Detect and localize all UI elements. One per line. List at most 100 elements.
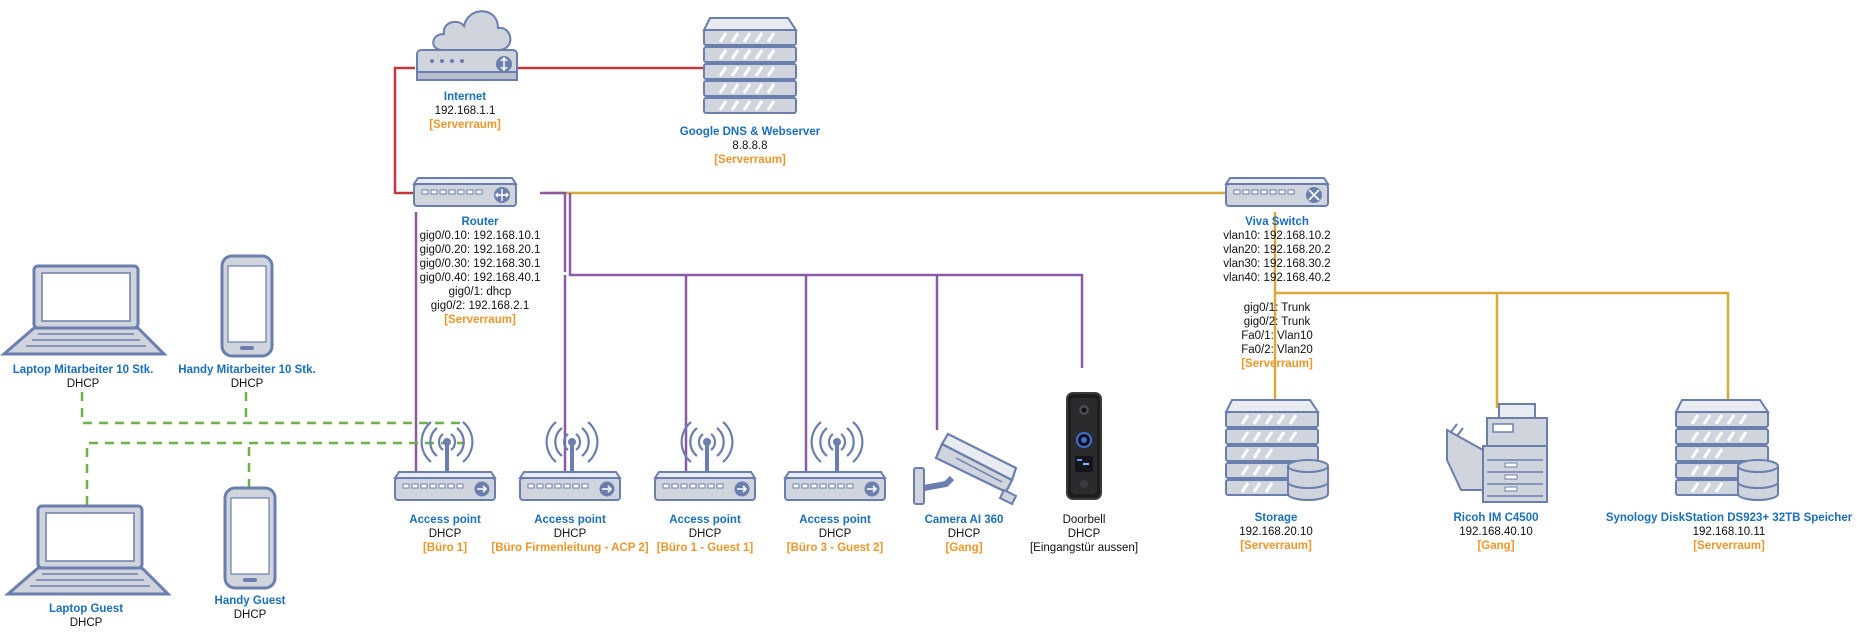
- node-location: [Büro 1]: [422, 542, 468, 554]
- node-title: Viva Switch: [1245, 216, 1309, 228]
- nas-server-icon[interactable]: [1672, 398, 1782, 504]
- node-title: Handy Guest: [214, 595, 286, 607]
- router-icon[interactable]: [412, 176, 518, 212]
- node-title: Camera AI 360: [924, 514, 1004, 526]
- node-location: [Serverraum]: [714, 154, 786, 166]
- node-title: Access point: [534, 514, 606, 526]
- node-location: [Serverraum]: [1241, 358, 1313, 370]
- node-ip: DHCP: [230, 378, 264, 390]
- ap3-label: Access point DHCP [Büro 1 - Guest 1]: [657, 513, 753, 555]
- node-ip: DHCP: [818, 528, 852, 540]
- router-interface: gig0/0.10: 192.168.10.1: [419, 230, 541, 242]
- switch-port: gig0/1: Trunk: [1243, 302, 1311, 314]
- node-ip: 8.8.8.8: [732, 140, 768, 152]
- smartphone-icon[interactable]: [223, 486, 277, 590]
- node-ip: DHCP: [428, 528, 462, 540]
- security-camera-icon[interactable]: [912, 428, 1020, 508]
- access-point-icon[interactable]: [783, 414, 888, 504]
- storage-server-icon[interactable]: [1222, 398, 1332, 504]
- node-title: Handy Mitarbeiter 10 Stk.: [178, 364, 316, 376]
- wifi-link: [85, 441, 465, 505]
- switch-label: Viva Switch vlan10: 192.168.10.2 vlan20:…: [1223, 215, 1330, 285]
- node-ip: DHCP: [233, 609, 267, 621]
- server-rack-icon[interactable]: [700, 16, 800, 122]
- node-title: Router: [461, 216, 499, 228]
- node-location: [Serverraum]: [444, 314, 516, 326]
- access-point-icon[interactable]: [518, 414, 623, 504]
- node-location: [Serverraum]: [429, 119, 501, 131]
- router-interface: gig0/1: dhcp: [448, 286, 512, 298]
- node-title: Laptop Guest: [48, 603, 124, 615]
- router-interface: gig0/2: 192.168.2.1: [430, 300, 530, 312]
- node-location: [Serverraum]: [1693, 540, 1765, 552]
- node-ip: DHCP: [947, 528, 981, 540]
- lan-link: [540, 191, 567, 272]
- switch-vlan: vlan40: 192.168.40.2: [1223, 272, 1331, 284]
- ap1-label: Access point DHCP [Büro 1]: [409, 513, 481, 555]
- wan-link: [393, 66, 415, 195]
- ap4-label: Access point DHCP [Büro 3 - Guest 2]: [787, 513, 883, 555]
- node-title: Access point: [669, 514, 741, 526]
- camera-label: Camera AI 360 DHCP [Gang]: [925, 513, 1004, 555]
- switch-port: gig0/2: Trunk: [1243, 316, 1311, 328]
- switch-vlan: vlan10: 192.168.10.2: [1223, 230, 1331, 242]
- access-point-icon[interactable]: [653, 414, 758, 504]
- switch-icon[interactable]: [1224, 176, 1330, 212]
- node-title: Storage: [1254, 512, 1298, 524]
- node-location: [Eingangstür aussen]: [1029, 542, 1139, 554]
- printer-label: Ricoh IM C4500 192.168.40.10 [Gang]: [1454, 511, 1539, 553]
- node-name: Doorbell: [1062, 514, 1106, 526]
- switch-ports-label: gig0/1: Trunk gig0/2: Trunk Fa0/1: Vlan1…: [1241, 301, 1313, 371]
- internet-label: Internet 192.168.1.1 [Serverraum]: [429, 90, 501, 132]
- node-ip: 192.168.40.10: [1459, 526, 1533, 538]
- switch-link: [1275, 291, 1730, 400]
- phone-staff-label: Handy Mitarbeiter 10 Stk. DHCP: [178, 363, 315, 391]
- smartphone-icon[interactable]: [220, 254, 274, 358]
- node-title: Ricoh IM C4500: [1453, 512, 1539, 524]
- google-label: Google DNS & Webserver 8.8.8.8 [Serverra…: [680, 125, 820, 167]
- switch-vlan: vlan20: 192.168.20.2: [1223, 244, 1331, 256]
- nas-label: Synology DiskStation DS923+ 32TB Speiche…: [1606, 511, 1852, 553]
- node-ip: DHCP: [66, 378, 100, 390]
- video-doorbell-icon[interactable]: [1064, 392, 1104, 500]
- node-title: Laptop Mitarbeiter 10 Stk.: [12, 364, 154, 376]
- phone-guest-label: Handy Guest DHCP: [215, 594, 286, 622]
- node-ip: 192.168.10.11: [1692, 526, 1766, 538]
- laptop-icon[interactable]: [3, 502, 172, 598]
- node-title: Internet: [443, 91, 487, 103]
- switch-port: Fa0/1: Vlan10: [1241, 330, 1313, 342]
- node-title: Synology DiskStation DS923+ 32TB Speiche…: [1605, 512, 1853, 524]
- node-location: [Büro 1 - Guest 1]: [656, 542, 754, 554]
- router-interface: gig0/0.30: 192.168.30.1: [419, 258, 541, 270]
- router-interface: gig0/0.20: 192.168.20.1: [419, 244, 541, 256]
- laptop-staff-label: Laptop Mitarbeiter 10 Stk. DHCP: [13, 363, 154, 391]
- node-ip: DHCP: [1067, 528, 1101, 540]
- lan-link: [568, 193, 1084, 368]
- node-location: [Gang]: [945, 542, 983, 554]
- doorbell-label: Doorbell DHCP [Eingangstür aussen]: [1030, 513, 1138, 555]
- node-ip: DHCP: [553, 528, 587, 540]
- router-interface: gig0/0.40: 192.168.40.1: [419, 272, 541, 284]
- access-point-icon[interactable]: [393, 414, 498, 504]
- node-ip: 192.168.20.10: [1239, 526, 1313, 538]
- node-title: Google DNS & Webserver: [679, 126, 821, 138]
- cloud-modem-icon[interactable]: [412, 0, 522, 88]
- node-ip: DHCP: [69, 617, 103, 629]
- storage-label: Storage 192.168.20.10 [Serverraum]: [1239, 511, 1313, 553]
- node-ip: DHCP: [688, 528, 722, 540]
- router-label: Router gig0/0.10: 192.168.10.1 gig0/0.20…: [420, 215, 541, 327]
- node-location: [Büro Firmenleitung - ACP 2]: [491, 542, 649, 554]
- switch-port: Fa0/2: Vlan20: [1241, 344, 1313, 356]
- node-title: Access point: [799, 514, 871, 526]
- node-title: Access point: [409, 514, 481, 526]
- node-location: [Serverraum]: [1240, 540, 1312, 552]
- node-ip: 192.168.1.1: [434, 105, 496, 117]
- laptop-icon[interactable]: [0, 262, 168, 358]
- ap2-label: Access point DHCP [Büro Firmenleitung - …: [491, 513, 648, 555]
- printer-icon[interactable]: [1443, 400, 1549, 504]
- laptop-guest-label: Laptop Guest DHCP: [49, 602, 123, 630]
- switch-vlan: vlan30: 192.168.30.2: [1223, 258, 1331, 270]
- node-location: [Gang]: [1477, 540, 1515, 552]
- node-location: [Büro 3 - Guest 2]: [786, 542, 884, 554]
